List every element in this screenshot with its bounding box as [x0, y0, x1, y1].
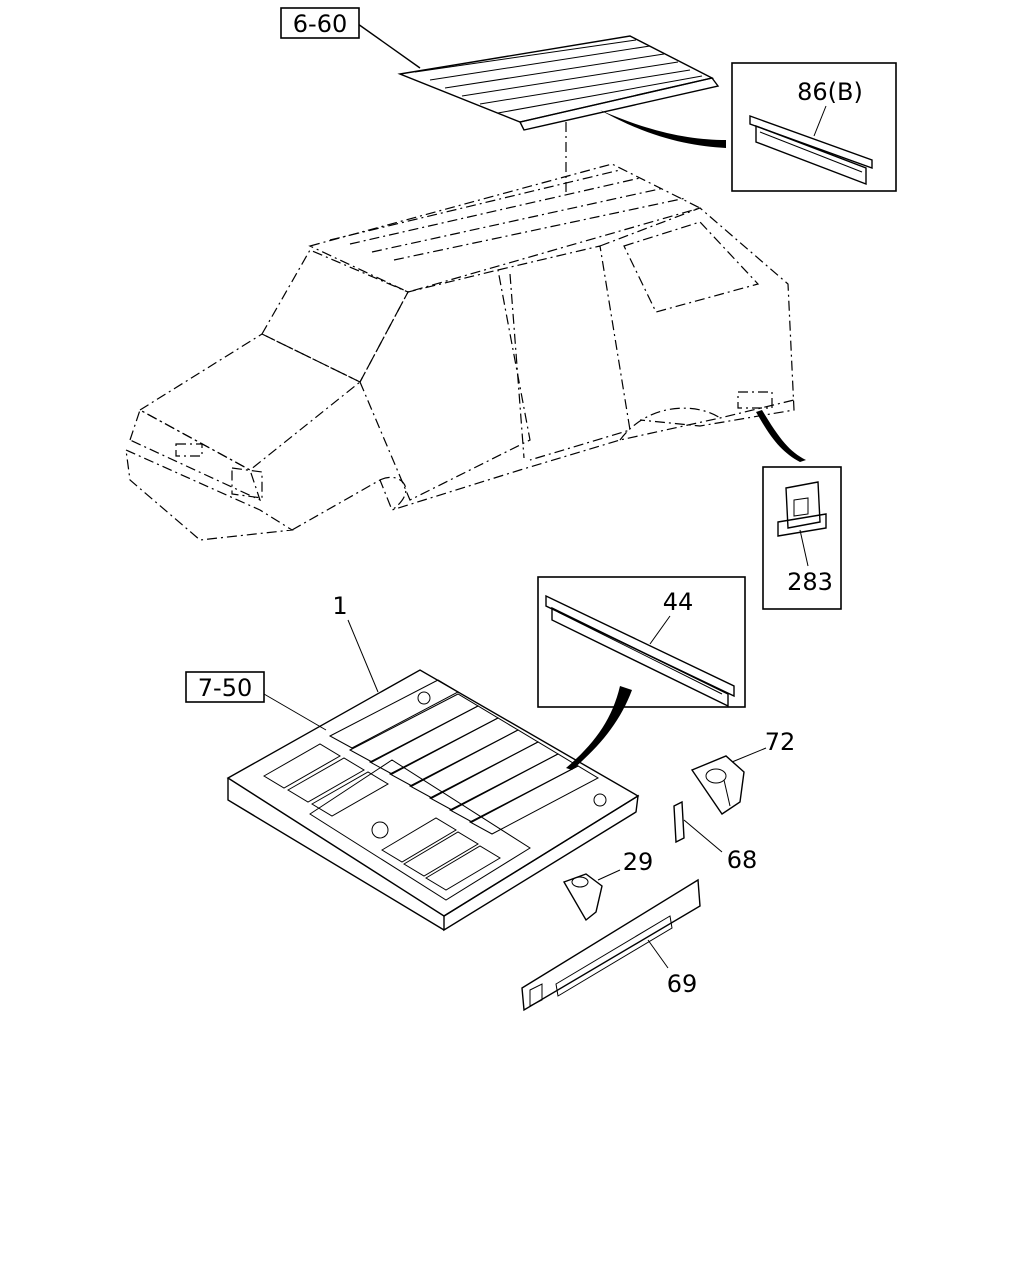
ref-label-6-60: 6-60 [293, 10, 347, 38]
pointer-44 [566, 686, 632, 770]
floor-panel [226, 669, 640, 932]
callout-283: 283 [787, 568, 833, 596]
callout-86b: 86(B) [797, 78, 863, 106]
callout-72: 72 [765, 728, 796, 756]
part-29: 29 [562, 848, 654, 922]
detail-box-86b: 86(B) [731, 62, 897, 192]
roof-panel [397, 35, 720, 131]
ref-leader-7-50 [263, 693, 327, 731]
ref-box-6-60[interactable]: 6-60 [280, 7, 360, 39]
part-69: 69 [521, 878, 701, 1012]
detail-box-44: 44 [537, 576, 746, 708]
callout-69: 69 [667, 970, 698, 998]
part-68: 68 [673, 800, 758, 874]
detail-box-283: 283 [762, 466, 842, 610]
ref-box-7-50[interactable]: 7-50 [185, 671, 265, 703]
ref-leader-6-60 [357, 23, 421, 69]
pointer-283 [756, 410, 806, 462]
callout-44: 44 [663, 588, 694, 616]
pointer-86b [600, 110, 726, 148]
ref-label-7-50: 7-50 [198, 674, 252, 702]
callout-68: 68 [727, 846, 758, 874]
callout-29: 29 [623, 848, 654, 876]
leader-1 [347, 619, 379, 693]
vehicle-body [125, 163, 795, 541]
part-72: 72 [690, 728, 796, 815]
callout-1: 1 [332, 592, 347, 620]
